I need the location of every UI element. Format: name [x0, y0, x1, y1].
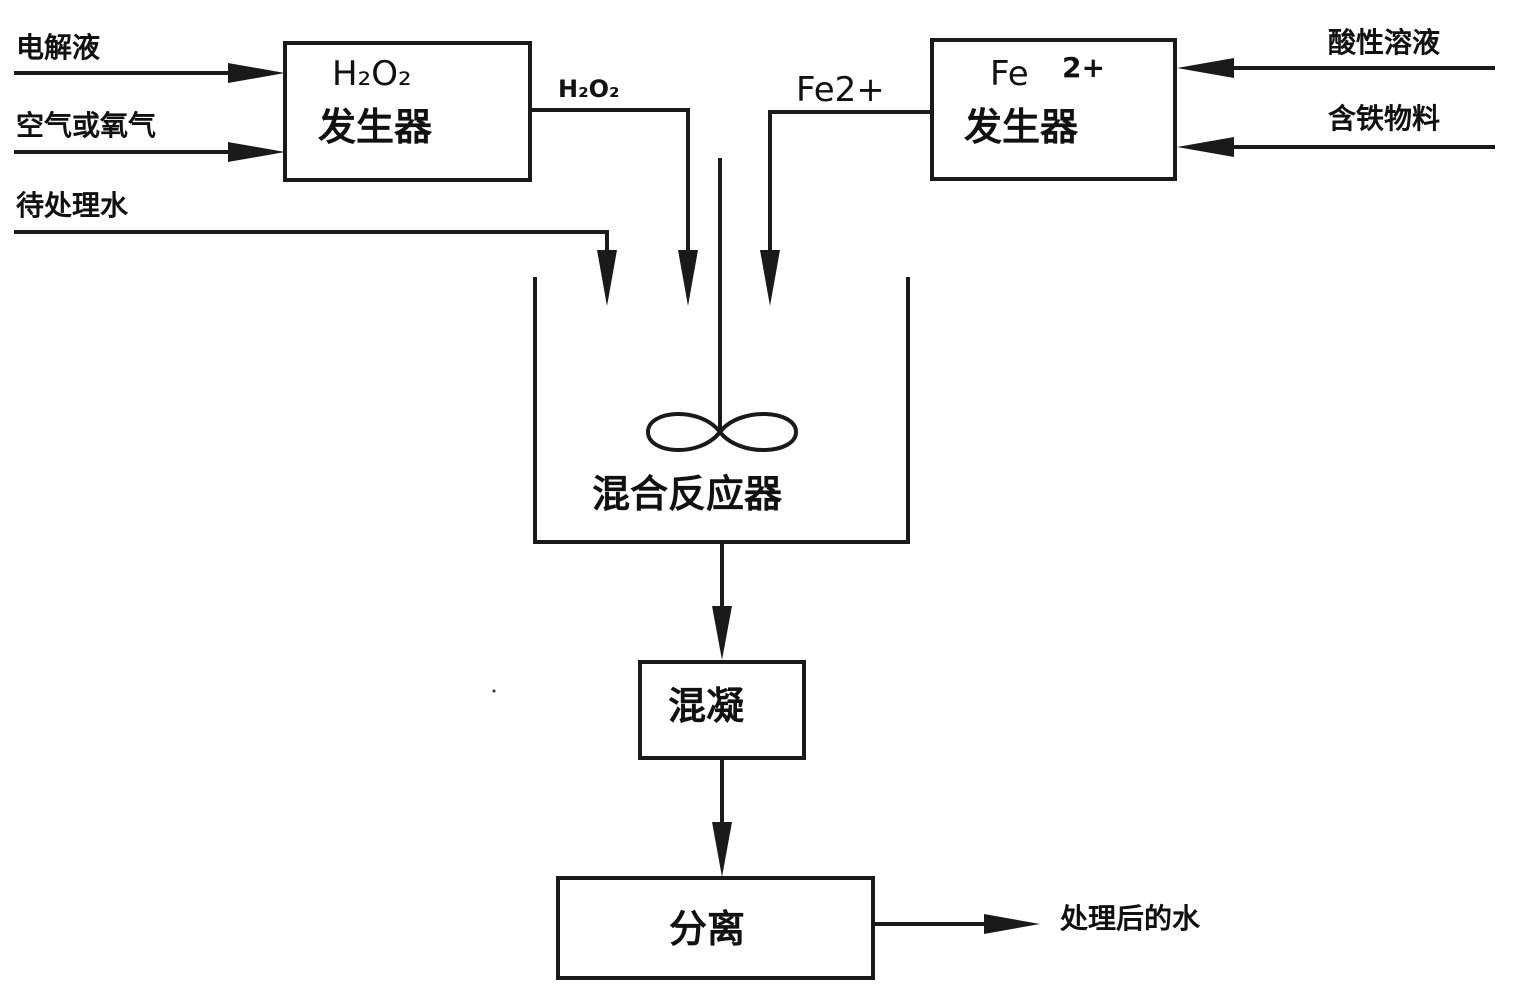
acidic-solution-label: 酸性溶液	[1328, 26, 1440, 59]
treated-water-output-arrow	[873, 914, 1040, 934]
iron-material-label: 含铁物料	[1328, 102, 1440, 135]
fe-generator-name: 发生器	[964, 105, 1079, 149]
h2o2-generator-name: 发生器	[318, 105, 433, 149]
fe-generator-formula-sup: 2+	[1062, 51, 1105, 84]
air-oxygen-input-arrow	[14, 142, 285, 162]
h2o2-generator-formula: H₂O₂	[332, 54, 412, 94]
water-to-treat-label: 待处理水	[16, 189, 129, 222]
electrolyte-input-arrow	[14, 63, 285, 83]
stirrer-impeller-icon	[645, 412, 799, 452]
mixing-reactor-label: 混合反应器	[592, 472, 783, 516]
mixing-reactor-vessel	[533, 277, 910, 544]
coagulation-label: 混凝	[668, 684, 744, 728]
stray-dot	[492, 689, 496, 693]
fe-generator-box	[930, 38, 1177, 181]
coagulation-to-separation-arrow	[712, 760, 732, 877]
fe2-flow-label: Fe2+	[796, 70, 885, 110]
coagulation-box	[638, 660, 806, 760]
air-or-oxygen-label: 空气或氧气	[16, 109, 156, 142]
separation-box	[556, 876, 875, 980]
h2o2-flow-arrow	[530, 108, 698, 306]
fe-generator-formula-base: Fe	[990, 54, 1029, 94]
fe2-flow-arrow	[760, 110, 932, 306]
iron-material-input-arrow	[1177, 137, 1495, 157]
reactor-to-coagulation-arrow	[712, 544, 732, 660]
h2o2-flow-label: H₂O₂	[558, 75, 620, 103]
acidic-solution-input-arrow	[1177, 58, 1495, 78]
treated-water-label: 处理后的水	[1059, 902, 1201, 935]
electrolyte-label: 电解液	[16, 31, 100, 64]
separation-label: 分离	[669, 907, 745, 951]
water-to-treat-input-arrow	[14, 230, 617, 306]
